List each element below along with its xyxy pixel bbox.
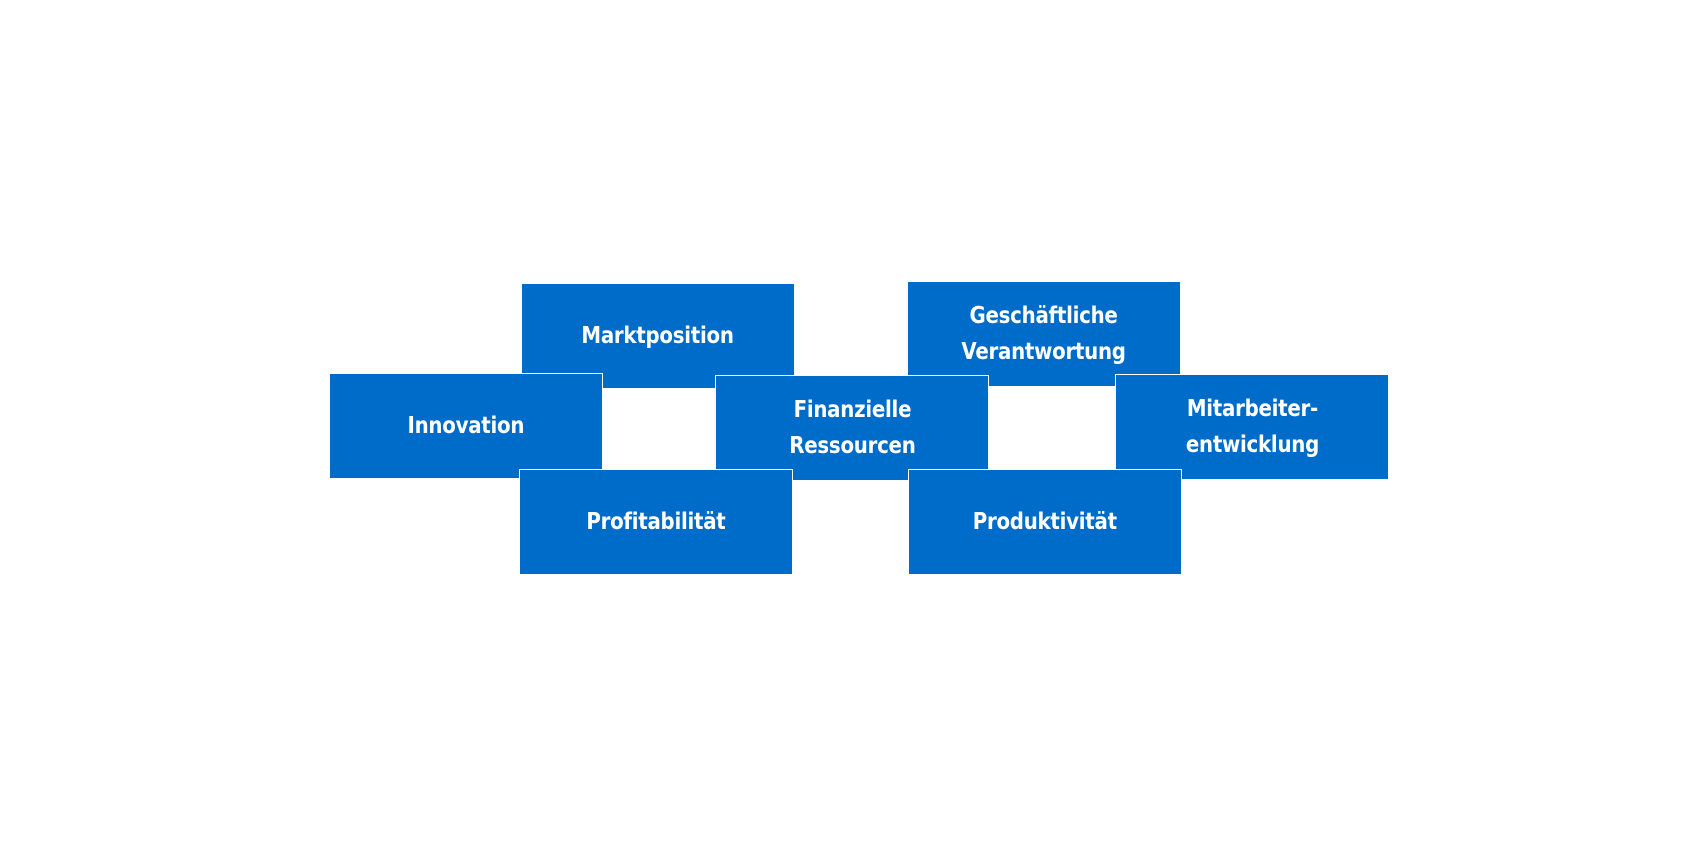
box-mitarbeiterentwicklung: Mitarbeiter- entwicklung [1115, 374, 1389, 480]
box-geschaeftliche-verantwortung: Geschäftliche Verantwortung [907, 281, 1181, 387]
box-label-profitabilitaet: Profitabilität [586, 509, 726, 535]
box-label-mitarbeiterentwicklung: Mitarbeiter- entwicklung [1185, 396, 1319, 458]
box-label-finanzielle-ressourcen: Finanzielle Ressourcen [788, 397, 916, 459]
box-label-produktivitaet: Produktivität [972, 509, 1118, 535]
box-label-marktposition: Marktposition [581, 323, 735, 349]
box-innovation: Innovation [329, 373, 603, 479]
box-marktposition: Marktposition [521, 283, 795, 389]
box-finanzielle-ressourcen: Finanzielle Ressourcen [715, 375, 989, 481]
box-label-geschaeftliche-verantwortung: Geschäftliche Verantwortung [961, 303, 1127, 365]
box-label-innovation: Innovation [407, 413, 525, 439]
box-profitabilitaet: Profitabilität [519, 469, 793, 575]
box-produktivitaet: Produktivität [908, 469, 1182, 575]
